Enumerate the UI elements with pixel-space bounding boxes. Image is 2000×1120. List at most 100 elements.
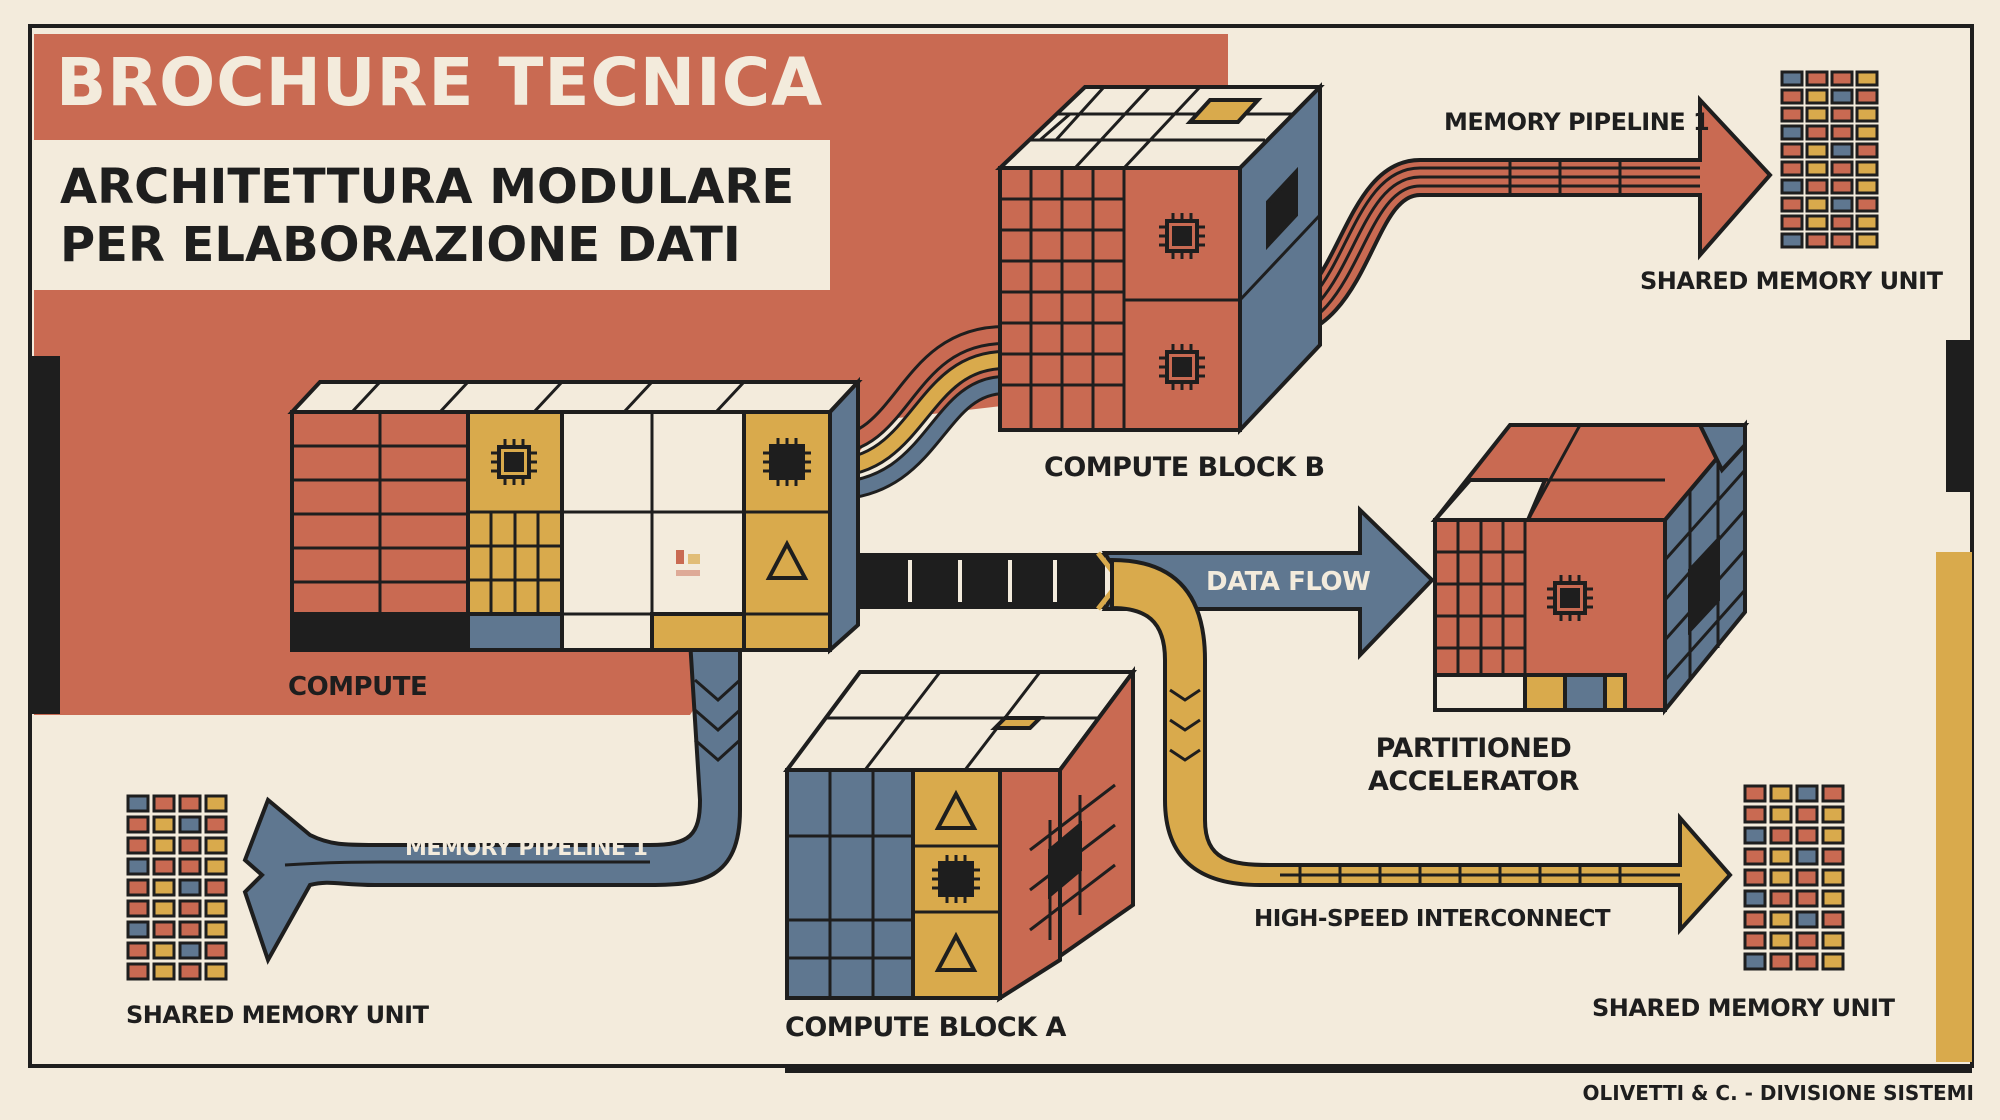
memory-cell: [1830, 106, 1854, 123]
memory-cell: [1795, 826, 1819, 845]
memory-cell: [204, 920, 228, 939]
memory-cell: [1769, 889, 1793, 908]
subtitle-line-1: ARCHITETTURA MODULARE: [60, 159, 795, 215]
memory-cell: [1743, 868, 1767, 887]
memory-cell: [1769, 784, 1793, 803]
memory-cell: [178, 794, 202, 813]
memory-cell: [126, 836, 150, 855]
memory-cell: [1743, 931, 1767, 950]
chip-icon: [930, 853, 982, 905]
memory-cell: [1769, 847, 1793, 866]
page-title: BROCHURE TECNICA: [56, 44, 824, 121]
high-speed-interconnect: [1110, 557, 1733, 936]
memory-cell: [126, 857, 150, 876]
memory-cell: [1821, 805, 1845, 824]
label-compute-block-b: COMPUTE BLOCK B: [1044, 452, 1325, 483]
memory-cell: [1821, 910, 1845, 929]
memory-cell: [1743, 805, 1767, 824]
memory-cell: [1780, 232, 1804, 249]
memory-pipeline-left: [242, 638, 742, 965]
chip-icon: [1157, 342, 1207, 392]
memory-cell: [1805, 88, 1829, 105]
compute-block-b: [995, 82, 1325, 436]
label-shared-memory-bottom-left: SHARED MEMORY UNIT: [126, 1001, 429, 1029]
memory-cell: [1805, 214, 1829, 231]
shared-memory-unit-bottom-right: [1743, 784, 1845, 971]
memory-cell: [1855, 196, 1879, 213]
label-partitioned-accelerator-line-2: ACCELERATOR: [1368, 766, 1579, 797]
memory-cell: [152, 815, 176, 834]
memory-cell: [1805, 70, 1829, 87]
memory-cell: [1795, 805, 1819, 824]
label-data-flow: DATA FLOW: [1206, 567, 1371, 597]
chip-icon: [489, 437, 539, 487]
memory-cell: [178, 962, 202, 981]
page-subtitle: ARCHITETTURA MODULARE PER ELABORAZIONE D…: [60, 158, 794, 274]
memory-cell: [1821, 868, 1845, 887]
memory-cell: [1780, 106, 1804, 123]
memory-cell: [1855, 142, 1879, 159]
label-compute-block-a: COMPUTE BLOCK A: [785, 1012, 1066, 1043]
title-band: BROCHURE TECNICA: [34, 34, 822, 140]
memory-cell: [1830, 196, 1854, 213]
memory-cell: [1855, 106, 1879, 123]
memory-cell: [1780, 142, 1804, 159]
memory-cell: [178, 815, 202, 834]
subtitle-line-2: PER ELABORAZIONE DATI: [60, 217, 741, 273]
memory-cell: [1805, 106, 1829, 123]
memory-cell: [1795, 784, 1819, 803]
memory-cell: [152, 899, 176, 918]
memory-cell: [126, 899, 150, 918]
memory-cell: [126, 815, 150, 834]
memory-cell: [1743, 847, 1767, 866]
memory-cell: [1780, 88, 1804, 105]
memory-cell: [1805, 232, 1829, 249]
memory-cell: [178, 878, 202, 897]
memory-cell: [1821, 784, 1845, 803]
memory-cell: [1830, 70, 1854, 87]
memory-cell: [1821, 826, 1845, 845]
compute-block: [287, 376, 863, 655]
memory-cell: [1769, 910, 1793, 929]
memory-cell: [204, 794, 228, 813]
memory-cell: [152, 857, 176, 876]
memory-cell: [152, 962, 176, 981]
memory-cell: [1780, 70, 1804, 87]
memory-cell: [1805, 196, 1829, 213]
memory-cell: [1855, 214, 1879, 231]
memory-cell: [1795, 889, 1819, 908]
memory-cell: [152, 878, 176, 897]
memory-cell: [1780, 214, 1804, 231]
memory-cell: [126, 794, 150, 813]
label-memory-pipeline-left: MEMORY PIPELINE 1: [405, 836, 648, 861]
label-high-speed-interconnect: HIGH-SPEED INTERCONNECT: [1254, 906, 1611, 932]
label-shared-memory-top-right: SHARED MEMORY UNIT: [1640, 267, 1943, 295]
partitioned-accelerator-block: [1430, 419, 1750, 716]
memory-cell: [1795, 931, 1819, 950]
memory-cell: [1821, 931, 1845, 950]
chip-icon: [761, 436, 813, 488]
memory-cell: [178, 899, 202, 918]
memory-cell: [152, 941, 176, 960]
memory-cell: [1805, 142, 1829, 159]
memory-cell: [126, 941, 150, 960]
memory-cell: [1830, 88, 1854, 105]
memory-cell: [1855, 160, 1879, 177]
memory-cell: [204, 962, 228, 981]
memory-cell: [1855, 232, 1879, 249]
memory-cell: [1821, 889, 1845, 908]
memory-cell: [1805, 160, 1829, 177]
label-partitioned-accelerator: PARTITIONED ACCELERATOR: [1368, 732, 1579, 798]
memory-cell: [1855, 178, 1879, 195]
memory-cell: [1821, 847, 1845, 866]
memory-cell: [204, 836, 228, 855]
memory-cell: [1743, 784, 1767, 803]
memory-cell: [152, 836, 176, 855]
memory-cell: [1795, 847, 1819, 866]
memory-cell: [204, 899, 228, 918]
memory-cell: [1743, 826, 1767, 845]
memory-cell: [1743, 889, 1767, 908]
memory-cell: [1830, 160, 1854, 177]
